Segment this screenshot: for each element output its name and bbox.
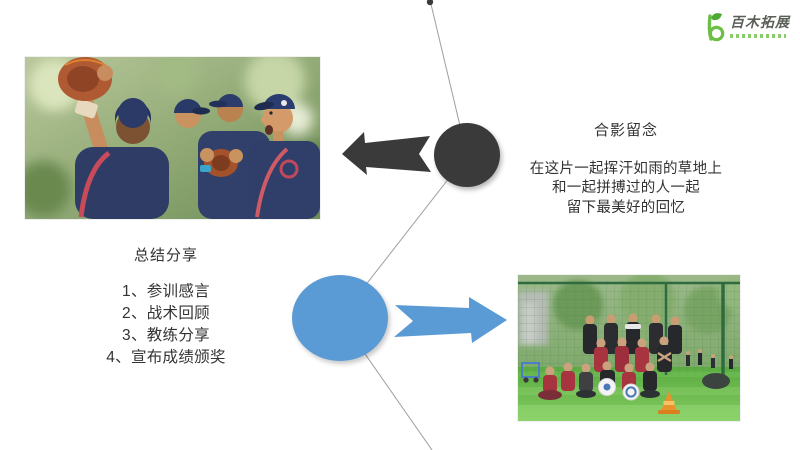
group-back-row xyxy=(583,313,682,354)
summary-item: 2、战术回顾 xyxy=(122,305,210,322)
summary-item: 3、教练分享 xyxy=(122,327,210,344)
group-middle-row xyxy=(594,336,672,372)
logo-leaf-icon xyxy=(707,13,725,42)
dark-node-circle xyxy=(434,123,500,187)
left-arrow-icon xyxy=(342,132,431,175)
photo-note-line: 在这片一起挥汗如雨的草地上 xyxy=(529,161,723,177)
photo-note-line: 留下最美好的回忆 xyxy=(566,199,686,216)
company-logo: 百木拓展 xyxy=(704,12,790,46)
summary-section: 总结分享 1、参训感言 2、战术回顾 3、教练分享 4、宣布成绩颁奖 xyxy=(66,246,266,369)
summary-title: 总结分享 xyxy=(133,247,198,264)
far-players xyxy=(686,349,733,369)
photo-note-line: 和一起拼搏过的人一起 xyxy=(552,180,700,197)
summary-item: 4、宣布成绩颁奖 xyxy=(106,349,226,366)
logo-tagline xyxy=(730,34,786,38)
frisbee xyxy=(622,383,640,401)
players-group xyxy=(58,57,320,219)
team-group-photo xyxy=(518,275,740,421)
blue-node-circle xyxy=(292,275,388,361)
right-arrow-icon xyxy=(394,297,507,343)
blue-cart xyxy=(521,362,540,383)
summary-item: 1、参训感言 xyxy=(122,283,210,300)
orange-cone xyxy=(658,391,680,414)
group-front-row xyxy=(538,361,660,401)
baseball-team-photo xyxy=(25,57,320,219)
connector-end-dot xyxy=(426,0,434,6)
photo-note-body: 在这片一起挥汗如雨的草地上 和一起拼搏过的人一起 留下最美好的回忆 xyxy=(520,160,732,218)
photo-note-title: 合影留念 xyxy=(593,122,658,139)
gear-bag xyxy=(702,373,730,389)
photo-note-section: 合影留念 在这片一起挥汗如雨的草地上 和一起拼搏过的人一起 留下最美好的回忆 xyxy=(520,122,732,218)
logo-text: 百木拓展 xyxy=(730,16,790,31)
summary-list: 1、参训感言 2、战术回顾 3、教练分享 4、宣布成绩颁奖 xyxy=(66,281,266,369)
